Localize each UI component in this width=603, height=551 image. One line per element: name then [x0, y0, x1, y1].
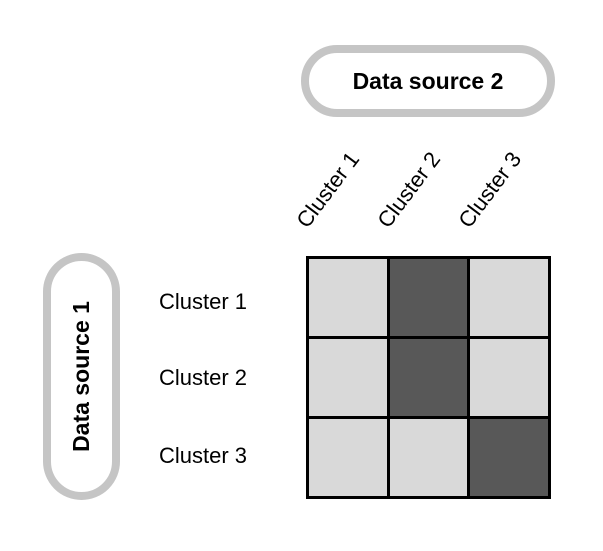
- data-source-1-label: Data source 1: [68, 301, 95, 452]
- matrix-cell-r3-c1: [309, 419, 387, 496]
- matrix-grid: [306, 256, 551, 499]
- matrix-cell-r3-c2: [389, 419, 468, 496]
- matrix-cell-r2-c1: [309, 339, 387, 416]
- matrix-cell-r1-c1: [309, 259, 387, 336]
- column-label-cluster-1: Cluster 1: [291, 147, 365, 233]
- matrix-cell-r2-c3: [470, 339, 548, 416]
- row-label-cluster-2: Cluster 2: [159, 365, 248, 390]
- matrix-cell-r2-c2: [389, 339, 468, 416]
- row-label-cluster-1: Cluster 1: [159, 289, 248, 314]
- matrix-cell-r1-c3: [470, 259, 548, 336]
- column-label-cluster-3: Cluster 3: [453, 147, 527, 233]
- data-source-1-pill: Data source 1: [43, 253, 120, 500]
- row-label-cluster-3: Cluster 3: [159, 443, 248, 468]
- data-source-2-pill: Data source 2: [301, 45, 555, 117]
- matrix-cell-r3-c3: [470, 419, 548, 496]
- column-label-cluster-2: Cluster 2: [372, 147, 446, 233]
- data-source-2-label: Data source 2: [352, 67, 504, 94]
- matrix-cell-r1-c2: [389, 259, 468, 336]
